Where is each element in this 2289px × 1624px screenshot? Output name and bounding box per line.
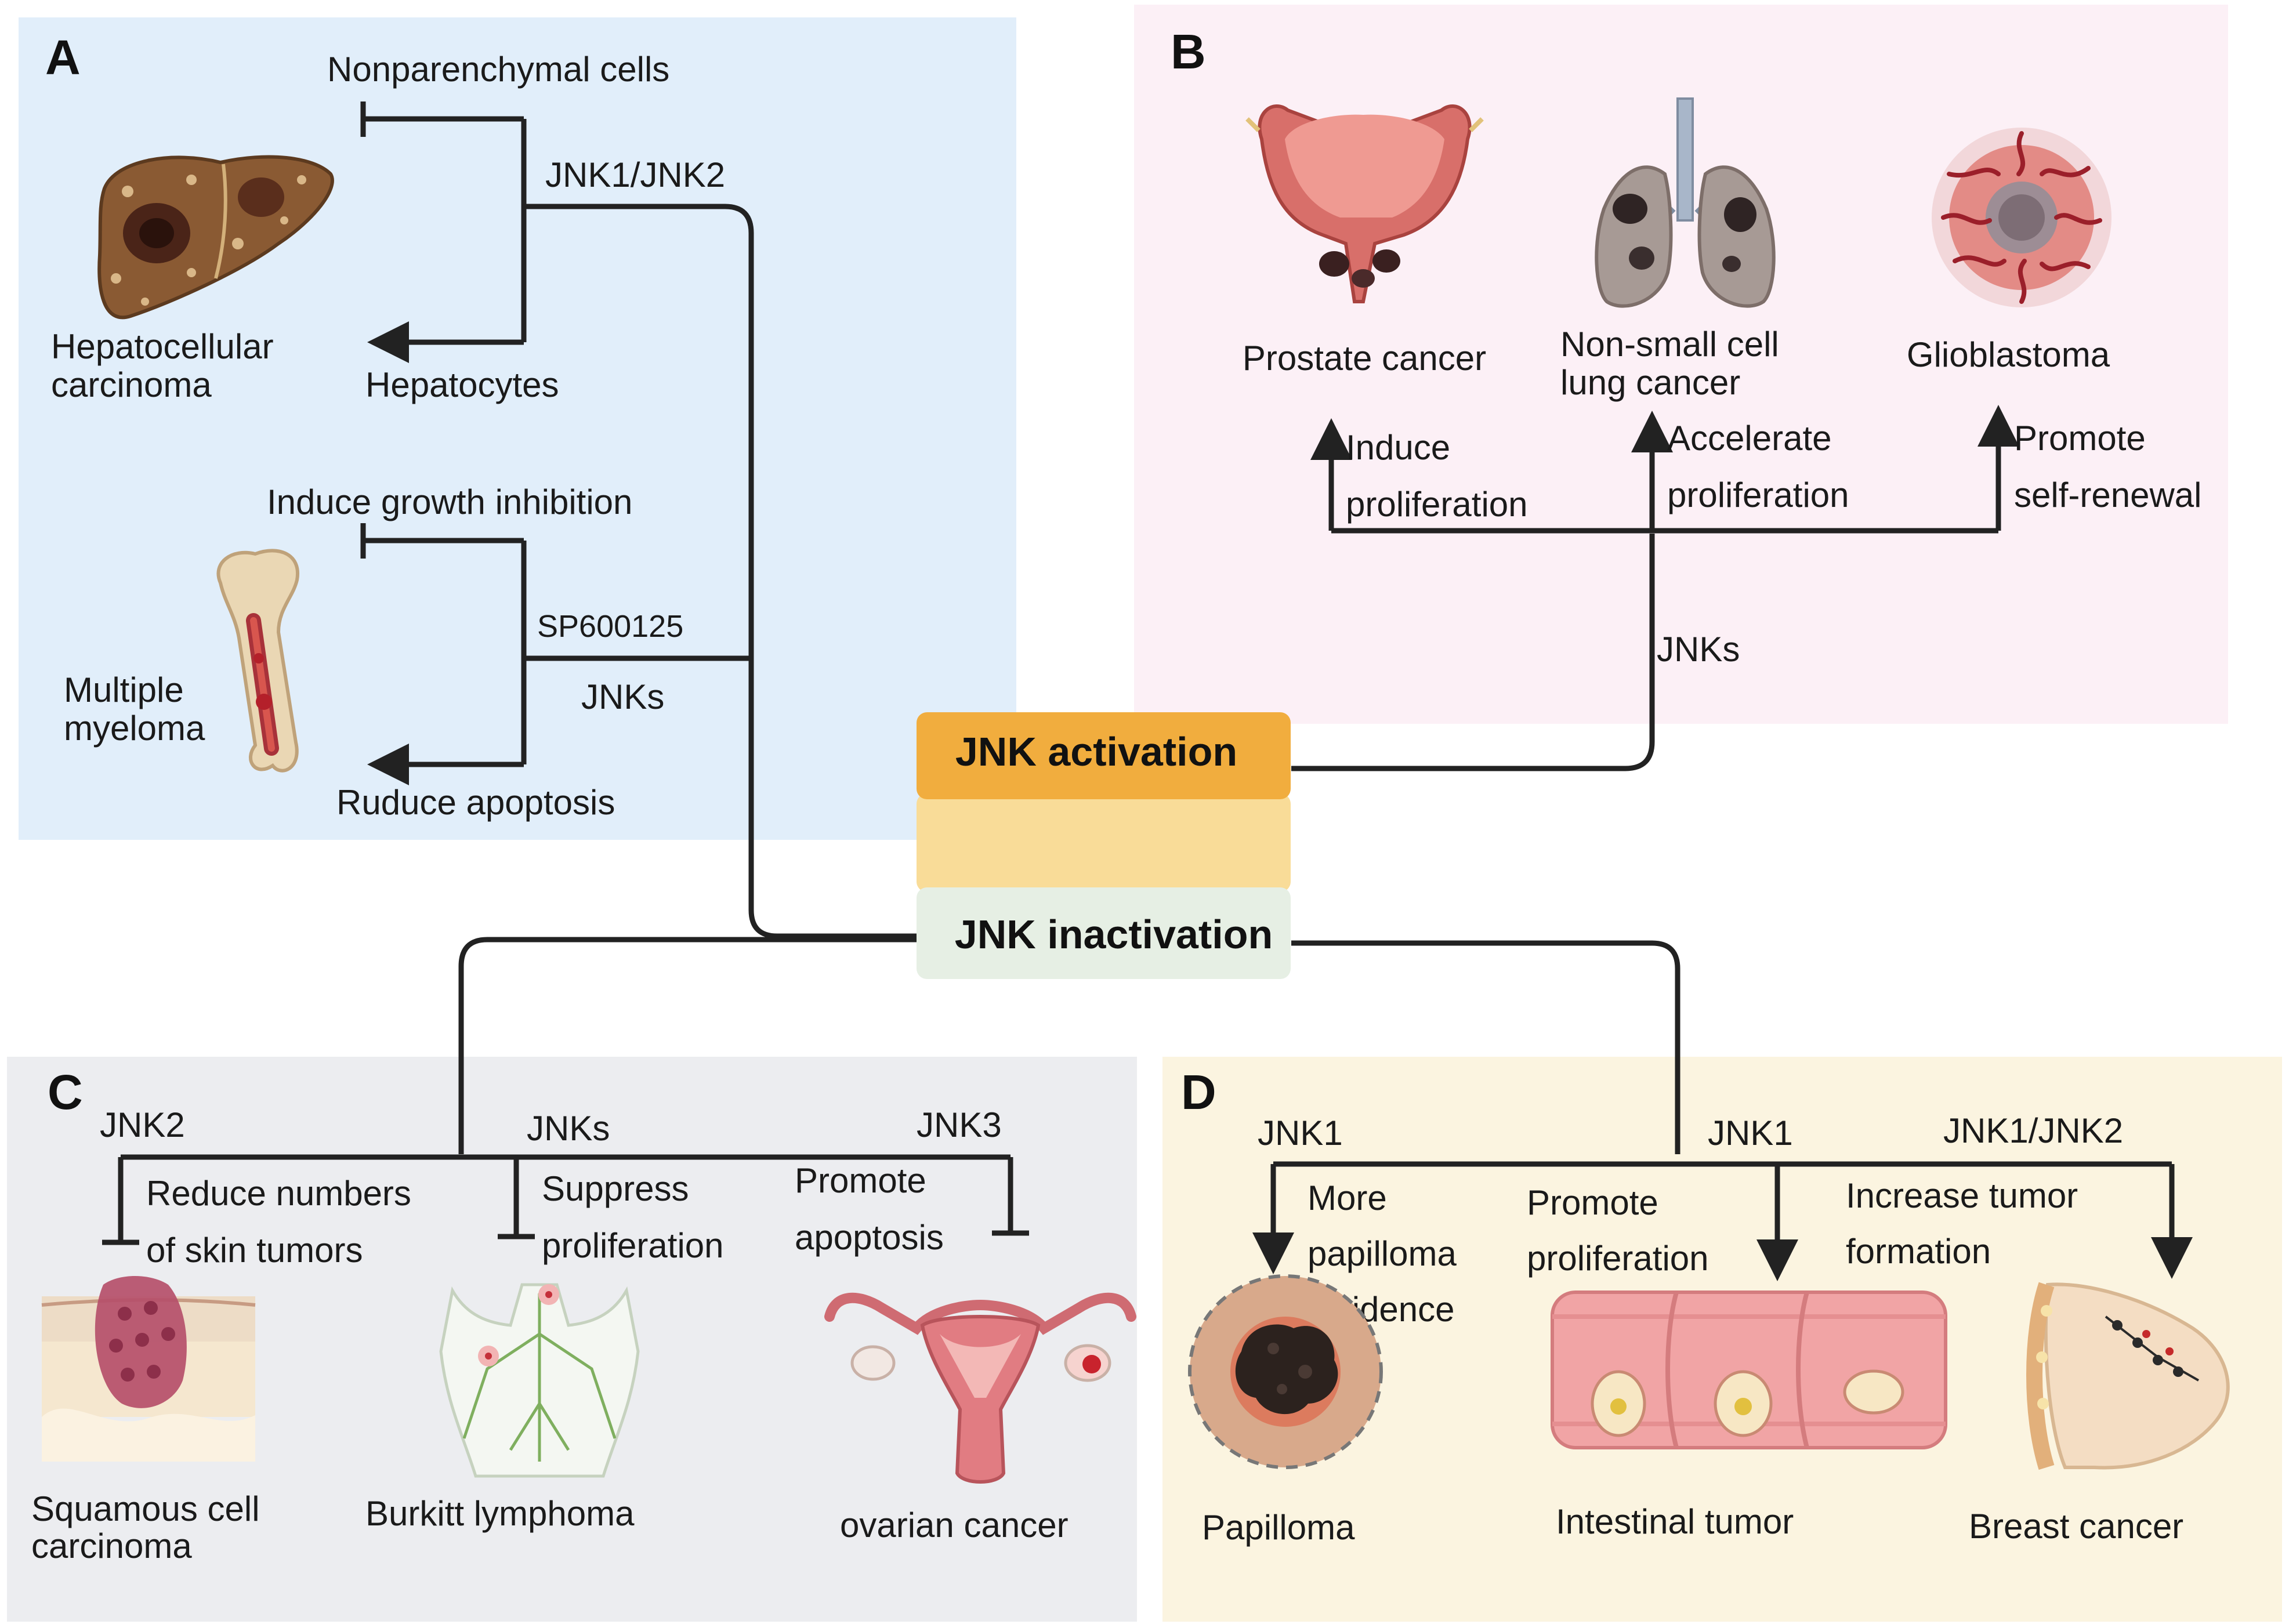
induce-label: Induce xyxy=(1346,428,1450,467)
proliferation-d-label: proliferation xyxy=(1527,1239,1709,1278)
nsclc-label-line1: Non-small cell xyxy=(1560,325,1779,364)
accelerate-proliferation-label: proliferation xyxy=(1667,476,1849,514)
reduce-numbers-label: Reduce numbers xyxy=(146,1174,411,1213)
panel-a-background xyxy=(19,17,1016,840)
ovarian-cancer-label: ovarian cancer xyxy=(840,1506,1069,1545)
prostate-cancer-label: Prostate cancer xyxy=(1243,339,1486,378)
breast-cancer-label: Breast cancer xyxy=(1969,1507,2183,1546)
jnk-activation-box xyxy=(917,712,1291,799)
promote-d-label: Promote xyxy=(1527,1183,1658,1222)
jnks-c-label: JNKs xyxy=(527,1109,610,1148)
connector-lines xyxy=(102,102,2193,1281)
jnk1-jnk2-label: JNK1/JNK2 xyxy=(545,155,725,194)
papilloma-effect-label: papilloma xyxy=(1308,1234,1457,1273)
suppress-proliferation-label: proliferation xyxy=(542,1226,724,1265)
jnks-b-label: JNKs xyxy=(1657,630,1740,669)
scc-label-line1: Squamous cell xyxy=(31,1489,260,1528)
jnk3-c-label: JNK3 xyxy=(917,1105,1002,1144)
center-middle-block xyxy=(917,793,1291,892)
jnk-activation-label: JNK activation xyxy=(955,729,1237,774)
hcc-label-line2: carcinoma xyxy=(51,365,212,404)
lungs-tumor-icon xyxy=(1595,97,1776,308)
mm-label-line2: myeloma xyxy=(64,709,205,748)
sp600125-label: SP600125 xyxy=(537,609,683,644)
jnk-inactivation-label: JNK inactivation xyxy=(955,912,1273,957)
more-label: More xyxy=(1308,1179,1387,1217)
hepatocytes-label: Hepatocytes xyxy=(365,365,559,404)
jnks-mm-label: JNKs xyxy=(581,677,664,716)
suppress-label: Suppress xyxy=(542,1169,689,1208)
jnk1-jnk2-d-label: JNK1/JNK2 xyxy=(1943,1111,2123,1150)
reduce-apoptosis-label: Ruduce apoptosis xyxy=(336,783,615,822)
nsclc-label-line2: lung cancer xyxy=(1560,363,1740,402)
growth-inhibition-label: Induce growth inhibition xyxy=(267,483,632,521)
jnk-center-node: JNK activation JNK inactivation xyxy=(917,712,1291,979)
glioblastoma-label: Glioblastoma xyxy=(1907,335,2110,374)
intestine-tumor-icon xyxy=(1551,1290,1947,1449)
intestinal-tumor-label: Intestinal tumor xyxy=(1556,1502,1794,1541)
bone-marrow-icon xyxy=(216,549,300,773)
papilloma-label: Papilloma xyxy=(1202,1508,1355,1547)
skin-tumors-label: of skin tumors xyxy=(146,1231,363,1270)
mm-label-line1: Multiple xyxy=(64,670,184,709)
glioblastoma-cell-icon xyxy=(1932,128,2111,307)
hcc-label-line1: Hepatocellular xyxy=(51,327,274,366)
jnk-inactivation-box xyxy=(917,887,1291,979)
liver-tumor-icon xyxy=(97,155,334,320)
jnk1-d-label-2: JNK1 xyxy=(1708,1114,1793,1152)
jnk2-c-label: JNK2 xyxy=(100,1105,185,1144)
prostate-bladder-icon xyxy=(1245,104,1484,303)
self-renewal-label: self-renewal xyxy=(2014,476,2201,514)
accelerate-label: Accelerate xyxy=(1667,419,1831,458)
burkitt-lymphoma-label: Burkitt lymphoma xyxy=(365,1494,635,1533)
apoptosis-c-label: apoptosis xyxy=(795,1218,944,1257)
scc-label-line2: carcinoma xyxy=(31,1527,192,1565)
panel-a-letter: A xyxy=(45,30,81,85)
papilloma-lesion-icon xyxy=(1188,1274,1383,1469)
lymphatic-body-icon xyxy=(439,1283,640,1478)
skin-tumor-icon xyxy=(41,1276,256,1462)
jnk1-d-label-1: JNK1 xyxy=(1258,1114,1343,1152)
promote-c-label: Promote xyxy=(795,1161,926,1200)
formation-label: formation xyxy=(1846,1232,1991,1271)
panel-c-letter: C xyxy=(48,1065,83,1119)
panel-b-letter: B xyxy=(1171,24,1206,79)
uterus-ovary-icon xyxy=(824,1292,1136,1484)
induce-proliferation-label: proliferation xyxy=(1346,485,1528,524)
panel-d-letter: D xyxy=(1181,1065,1216,1119)
nonparenchymal-cells-label: Nonparenchymal cells xyxy=(327,50,669,89)
increase-tumor-label: Increase tumor xyxy=(1846,1176,2078,1215)
promote-label: Promote xyxy=(2014,419,2146,458)
breast-tumor-icon xyxy=(2026,1282,2230,1470)
